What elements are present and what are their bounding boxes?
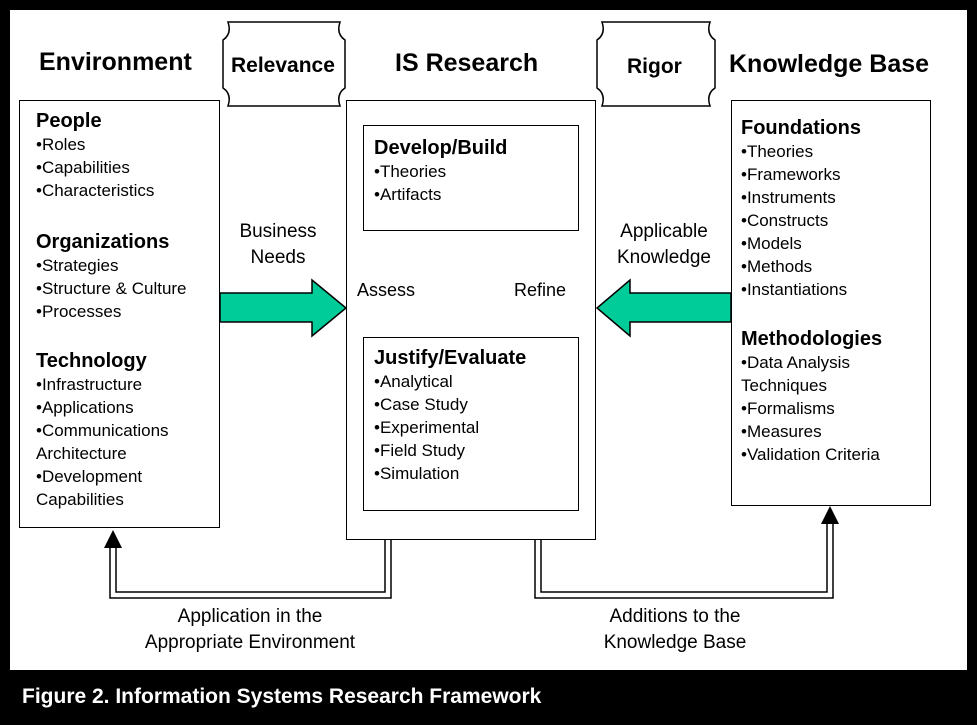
foundations-section: Foundations •Theories •Frameworks •Instr…	[741, 116, 861, 301]
list-item: •Capabilities	[36, 158, 130, 177]
list-item: •Instantiations	[741, 280, 848, 299]
justify-evaluate-box: Justify/Evaluate •Analytical •Case Study…	[363, 337, 579, 511]
develop-build-title: Develop/Build	[374, 137, 508, 159]
refine-label: Refine	[514, 280, 567, 300]
list-item: •Communications	[36, 421, 169, 440]
develop-build-box: Develop/Build •Theories •Artifacts	[363, 125, 579, 231]
list-item: •Data Analysis	[741, 353, 850, 372]
list-item: •Methods	[741, 257, 813, 276]
list-item: •Experimental	[374, 418, 480, 437]
list-item: •Formalisms	[741, 399, 835, 418]
list-item: •Constructs	[741, 211, 829, 230]
people-section: People •Roles •Capabilities •Characteris…	[36, 109, 154, 202]
list-item: •Infrastructure	[36, 375, 143, 394]
list-item: •Artifacts	[374, 185, 442, 204]
organizations-section: Organizations •Strategies •Structure & C…	[36, 230, 187, 323]
list-item: •Characteristics	[36, 181, 155, 200]
list-item: Capabilities	[36, 490, 124, 509]
rigor-label: Rigor	[627, 55, 682, 78]
foundations-title: Foundations	[741, 117, 861, 139]
methodologies-title: Methodologies	[741, 328, 883, 350]
list-item: •Measures	[741, 422, 822, 441]
list-item: •Applications	[36, 398, 134, 417]
list-item: •Case Study	[374, 395, 468, 414]
technology-section: Technology •Infrastructure •Applications…	[36, 349, 169, 511]
business-needs-label: Business Needs	[239, 221, 317, 268]
additions-arrowhead	[821, 506, 839, 524]
list-item: •Structure & Culture	[36, 279, 187, 298]
application-label: Application in the Appropriate Environme…	[144, 606, 356, 653]
list-item: •Simulation	[374, 464, 460, 483]
application-arrowhead	[104, 530, 122, 548]
rigor-badge	[596, 21, 716, 107]
list-item: Architecture	[36, 444, 127, 463]
knowledge-base-box: Foundations •Theories •Frameworks •Instr…	[731, 100, 931, 506]
justify-evaluate-title: Justify/Evaluate	[374, 347, 527, 369]
people-title: People	[36, 110, 102, 132]
relevance-label: Relevance	[231, 54, 335, 77]
environment-box: People •Roles •Capabilities •Characteris…	[19, 100, 220, 528]
technology-title: Technology	[36, 350, 147, 372]
list-item: Techniques	[741, 376, 828, 395]
list-item: •Processes	[36, 302, 122, 321]
knowledge-base-header: Knowledge Base	[729, 50, 930, 78]
list-item: •Models	[741, 234, 802, 253]
business-needs-arrow	[219, 278, 348, 338]
additions-label: Additions to the Knowledge Base	[603, 606, 747, 653]
list-item: •Strategies	[36, 256, 119, 275]
applicable-knowledge-label: Applicable Knowledge	[616, 221, 712, 268]
environment-header: Environment	[39, 48, 192, 76]
is-research-header: IS Research	[395, 49, 539, 77]
list-item: •Theories	[741, 142, 814, 161]
list-item: •Analytical	[374, 372, 453, 391]
organizations-title: Organizations	[36, 231, 170, 253]
assess-label: Assess	[357, 280, 416, 300]
applicable-knowledge-arrow	[595, 278, 732, 338]
list-item: •Instruments	[741, 188, 836, 207]
list-item: •Field Study	[374, 441, 465, 460]
list-item: •Roles	[36, 135, 86, 154]
methodologies-section: Methodologies •Data Analysis Techniques …	[741, 327, 882, 466]
list-item: •Frameworks	[741, 165, 841, 184]
list-item: •Theories	[374, 162, 447, 181]
figure-caption: Figure 2. Information Systems Research F…	[22, 685, 542, 708]
relevance-badge	[222, 21, 346, 107]
list-item: •Development	[36, 467, 143, 486]
list-item: •Validation Criteria	[741, 445, 880, 464]
